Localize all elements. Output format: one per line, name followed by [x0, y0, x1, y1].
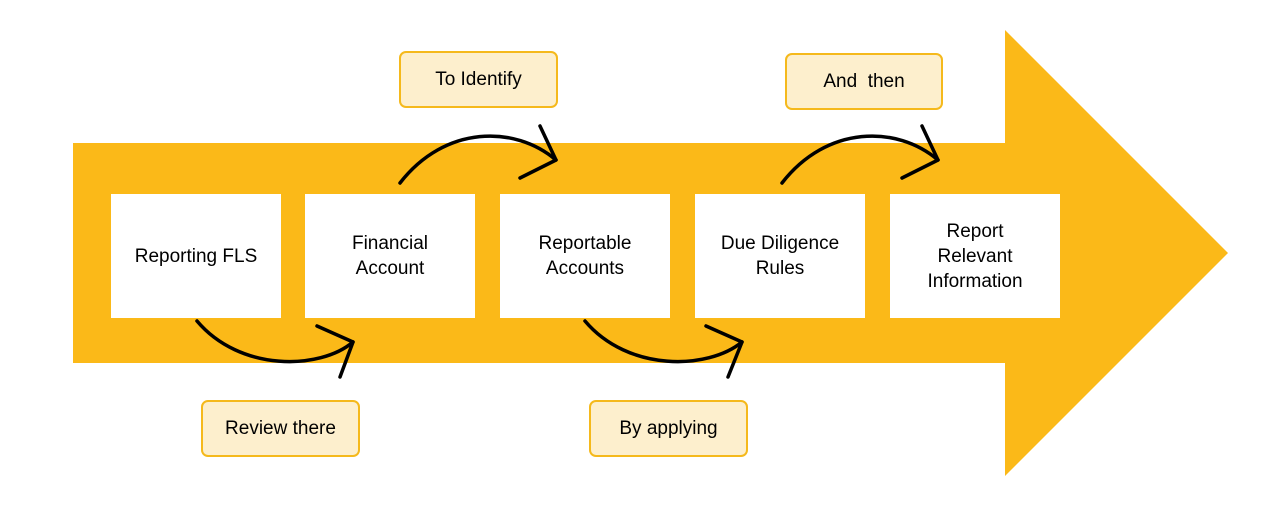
callout-by-applying: By applying	[589, 400, 748, 457]
callout-label: To Identify	[435, 68, 522, 90]
callout-to-identify: To Identify	[399, 51, 558, 108]
step-due-diligence-rules: Due Diligence Rules	[695, 194, 865, 318]
callout-label: By applying	[619, 417, 718, 439]
callout-label: Review there	[225, 417, 336, 439]
step-reporting-fls: Reporting FLS	[111, 194, 281, 318]
callout-and-then: And then	[785, 53, 943, 110]
step-label: Reporting FLS	[134, 245, 258, 267]
connector-reportable-to-duediligence	[583, 319, 744, 379]
step-report-relevant-information: Report Relevant Information	[890, 194, 1060, 318]
step-label: Due Diligence Rules	[720, 233, 840, 279]
callout-label: And then	[823, 70, 905, 92]
connector-reporting-to-financial	[195, 319, 355, 379]
callout-review-there: Review there	[201, 400, 360, 457]
step-financial-account: Financial Account	[305, 194, 475, 318]
connector-financial-to-reportable	[398, 124, 558, 185]
step-reportable-accounts: Reportable Accounts	[500, 194, 670, 318]
step-label: Reportable Accounts	[538, 233, 632, 279]
step-label: Report Relevant Information	[927, 220, 1023, 292]
step-label: Financial Account	[351, 233, 429, 279]
connector-duediligence-to-report	[780, 124, 940, 185]
